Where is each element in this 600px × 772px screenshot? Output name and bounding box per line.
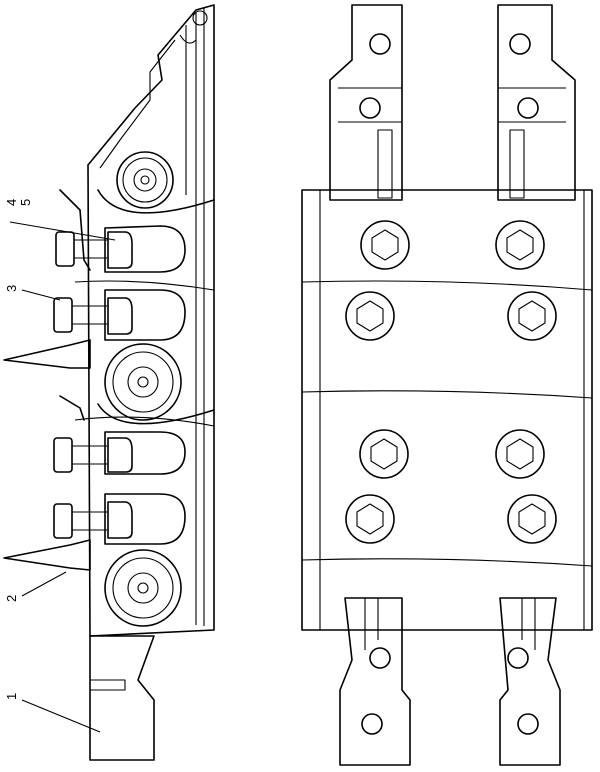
- middle-roller: [104, 343, 182, 421]
- callout-4: 4: [4, 199, 19, 206]
- bottom-left-bracket: [339, 597, 411, 766]
- top-right-bracket: [497, 4, 576, 201]
- front-body: [301, 189, 593, 631]
- bottom-right-bracket: [499, 597, 561, 766]
- side-rail-outline: [87, 4, 215, 637]
- top-roller: [116, 151, 174, 209]
- callouts: 1 2 3 4 5: [4, 199, 116, 733]
- side-bolts: [53, 231, 108, 539]
- side-slots: [104, 225, 186, 545]
- callout-5: 5: [18, 199, 33, 206]
- front-view: [301, 4, 593, 766]
- bottom-roller: [104, 549, 182, 627]
- callout-2: 2: [4, 595, 19, 602]
- callout-3: 3: [4, 285, 19, 292]
- top-left-bracket: [329, 4, 403, 201]
- callout-1: 1: [4, 693, 19, 700]
- side-view: [3, 4, 215, 761]
- side-fins: [3, 189, 91, 571]
- bottom-shoe: [89, 635, 155, 761]
- side-wedges: [107, 231, 133, 539]
- front-bolts: [345, 220, 557, 544]
